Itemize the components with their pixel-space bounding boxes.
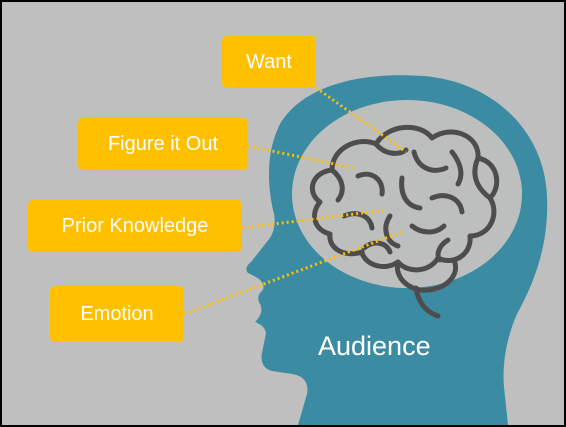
- label-want-text: Want: [246, 50, 292, 73]
- brain-fold: [329, 167, 345, 203]
- label-emotion-text: Emotion: [80, 302, 154, 325]
- brain-fold: [472, 155, 493, 201]
- brain-fold: [409, 223, 447, 235]
- brain-fold: [399, 175, 423, 211]
- brain-icon: [309, 124, 500, 319]
- brain-fold: [361, 240, 393, 255]
- label-prior-knowledge-text: Prior Knowledge: [61, 214, 209, 237]
- connector-want: [307, 80, 407, 154]
- audience-label: Audience: [318, 331, 431, 361]
- brain-fold: [355, 171, 385, 197]
- connector-prior-knowledge: [241, 208, 387, 230]
- brain-fold: [429, 193, 465, 215]
- brain-fold: [449, 149, 464, 187]
- label-prior-knowledge: Prior Knowledge: [28, 200, 242, 252]
- label-figure-it-out: Figure it Out: [78, 118, 248, 170]
- brain-cerebellum: [394, 257, 458, 293]
- label-figure-it-out-text: Figure it Out: [107, 132, 219, 155]
- brain-fold: [373, 141, 409, 156]
- brain-stem: [413, 285, 441, 319]
- brain-fold: [383, 213, 401, 249]
- label-want: Want: [222, 36, 316, 88]
- brain-cerebrum: [309, 124, 500, 273]
- connector-emotion: [183, 230, 403, 316]
- brain-fold: [435, 237, 451, 263]
- connector-figure-it-out: [247, 144, 355, 170]
- label-emotion: Emotion: [50, 286, 184, 342]
- brain-fold: [411, 149, 449, 173]
